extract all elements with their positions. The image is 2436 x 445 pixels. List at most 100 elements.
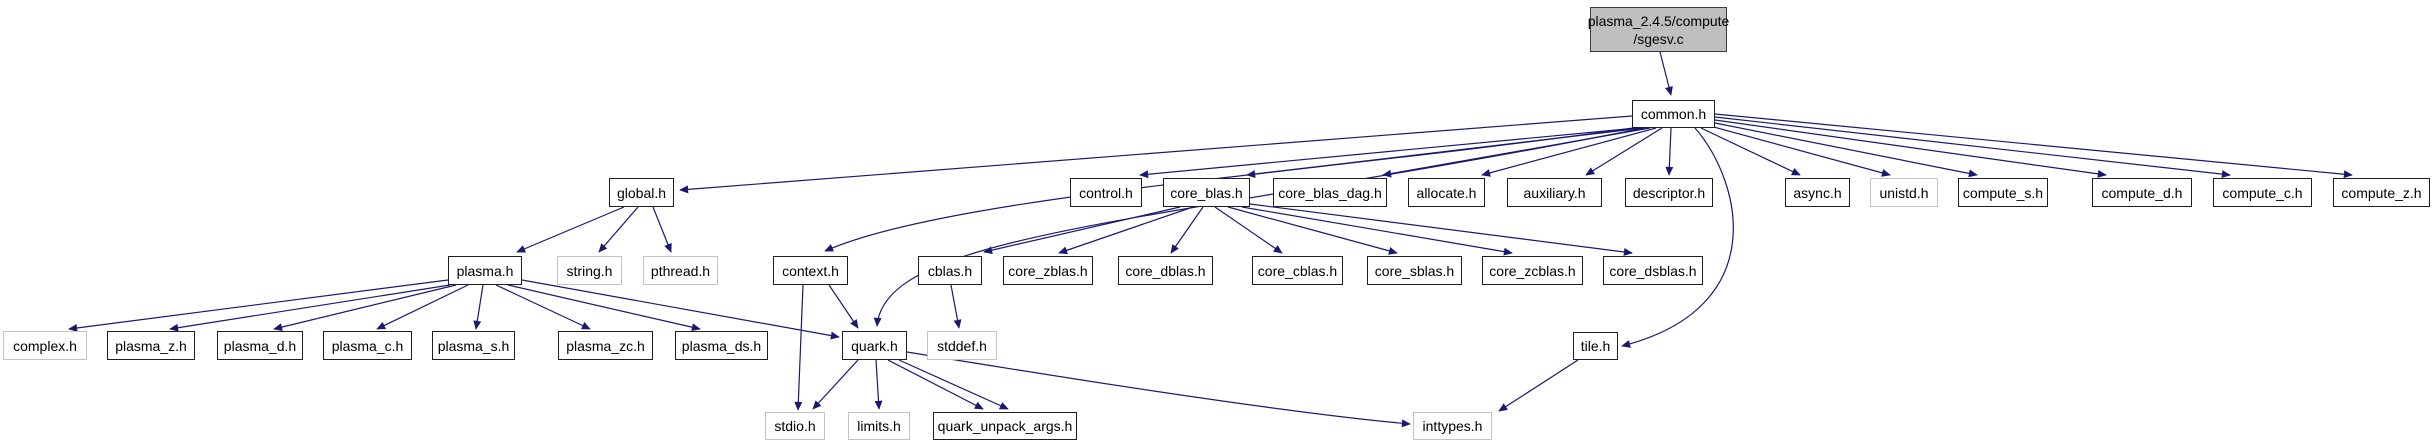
node-compute-s-h[interactable]: compute_s.h [1958, 178, 2048, 207]
node-limits-h[interactable]: limits.h [848, 412, 910, 440]
edge-plasma-h-to-plasma-z-h [169, 284, 451, 332]
edge-core-blas-h-to-cblas-h [983, 206, 1181, 255]
node-label: core_zblas.h [1008, 262, 1088, 279]
node-quark-h[interactable]: quark.h [842, 331, 907, 360]
edge-global-h-to-plasma-h [516, 206, 625, 253]
edge-quark-h-to-quark-unpack-args-h [887, 359, 984, 410]
node-core-zcblas-h[interactable]: core_zcblas.h [1482, 256, 1583, 285]
node-label: limits.h [857, 418, 901, 434]
node-label: core_blas.h [1170, 184, 1243, 201]
node-label: quark_unpack_args.h [937, 418, 1073, 434]
node-label: plasma_z.h [115, 337, 187, 354]
node-common-h[interactable]: common.h [1632, 100, 1715, 128]
edge-context-h-to-quark-h [828, 284, 859, 329]
node-label: plasma_c.h [331, 337, 404, 354]
edge-plasma-h-to-plasma-s-h [473, 284, 484, 330]
node-label: stddef.h [937, 337, 987, 354]
node-label: inttypes.h [1422, 418, 1483, 434]
edge-common-h-to-core-blas-h [1246, 127, 1644, 178]
edge-common-h-to-core-blas-dag-h [1382, 127, 1651, 178]
node-global-h[interactable]: global.h [609, 178, 674, 207]
node-control-h[interactable]: control.h [1070, 178, 1142, 207]
node-core-blas-h[interactable]: core_blas.h [1163, 178, 1250, 207]
node-label: complex.h [13, 337, 77, 354]
edge-common-h-to-compute-c-h [1714, 116, 2231, 179]
node-core-zblas-h[interactable]: core_zblas.h [1003, 256, 1093, 285]
edge-global-h-to-pthread-h [652, 206, 672, 253]
edge-core-blas-h-to-core-zblas-h [1058, 206, 1194, 255]
node-label: compute_c.h [2222, 184, 2303, 201]
node-complex-h[interactable]: complex.h [3, 331, 87, 360]
node-stdio-h[interactable]: stdio.h [765, 412, 825, 440]
node-async-h[interactable]: async.h [1785, 178, 1850, 207]
node-context-h[interactable]: context.h [773, 256, 848, 285]
node-label: quark.h [851, 337, 898, 354]
node-label: context.h [782, 262, 839, 279]
node-string-h[interactable]: string.h [557, 256, 622, 285]
node-allocate-h[interactable]: allocate.h [1408, 178, 1485, 207]
node-compute-d-h[interactable]: compute_d.h [2092, 178, 2192, 207]
node-core-dblas-h[interactable]: core_dblas.h [1118, 256, 1213, 285]
node-descriptor-h[interactable]: descriptor.h [1625, 178, 1713, 207]
node-label: async.h [1793, 184, 1842, 201]
node-inttypes-h[interactable]: inttypes.h [1413, 412, 1492, 440]
node-plasma-zc-h[interactable]: plasma_zc.h [558, 331, 653, 360]
node-quark-unpack-args-h[interactable]: quark_unpack_args.h [933, 412, 1077, 440]
edge-tile-h-to-inttypes-h [1498, 359, 1579, 412]
node-core-dsblas-h[interactable]: core_dsblas.h [1603, 256, 1703, 285]
node-core-blas-dag-h[interactable]: core_blas_dag.h [1273, 178, 1387, 207]
edge-core-blas-h-to-core-cblas-h [1214, 206, 1283, 254]
node-compute-c-h[interactable]: compute_c.h [2213, 178, 2312, 207]
node-core-sblas-h[interactable]: core_sblas.h [1367, 256, 1462, 285]
node-label: plasma_2.4.5/compute [1587, 12, 1730, 29]
edge-core-blas-h-to-core-sblas-h [1227, 206, 1398, 255]
node-plasma-c-h[interactable]: plasma_c.h [323, 331, 412, 360]
edge-quark-h-to-quark-unpack-args-h [898, 359, 1009, 410]
node-sgesv-c: plasma_2.4.5/compute/sgesv.c [1587, 7, 1730, 52]
node-pthread-h[interactable]: pthread.h [643, 256, 718, 285]
node-label: core_sblas.h [1374, 262, 1455, 279]
edge-common-h-to-tile-h [1621, 127, 1734, 348]
node-label: plasma_s.h [437, 337, 510, 354]
edge-common-h-to-allocate-h [1481, 127, 1657, 177]
node-label: unistd.h [1879, 184, 1929, 201]
node-tile-h[interactable]: tile.h [1573, 332, 1618, 360]
node-label: core_dsblas.h [1609, 262, 1697, 279]
node-core-cblas-h[interactable]: core_cblas.h [1252, 256, 1343, 285]
edge-common-h-to-descriptor-h [1665, 127, 1674, 176]
dependency-arrows [68, 51, 2353, 428]
node-label: plasma.h [456, 262, 514, 279]
edge-context-h-to-stdio-h [794, 284, 804, 411]
node-stddef-h[interactable]: stddef.h [927, 331, 997, 360]
node-plasma-s-h[interactable]: plasma_s.h [432, 331, 515, 360]
edge-cblas-h-to-stddef-h [950, 284, 962, 329]
node-plasma-h[interactable]: plasma.h [448, 256, 522, 285]
edge-common-h-to-compute-d-h [1714, 119, 2107, 178]
node-label: compute_d.h [2101, 184, 2183, 201]
node-label: compute_s.h [1962, 184, 2044, 201]
node-label: cblas.h [927, 262, 973, 279]
edge-plasma-h-to-plasma-ds-h [507, 284, 701, 332]
node-compute-z-h[interactable]: compute_z.h [2333, 178, 2430, 207]
node-plasma-d-h[interactable]: plasma_d.h [217, 331, 303, 360]
edge-core-blas-h-to-core-dsblas-h [1249, 203, 1633, 256]
node-label: common.h [1640, 106, 1707, 122]
node-label: core_cblas.h [1257, 262, 1338, 279]
edge-global-h-to-string-h [598, 206, 639, 253]
node-cblas-h[interactable]: cblas.h [918, 256, 982, 285]
edge-plasma-h-to-plasma-c-h [376, 284, 469, 330]
node-plasma-z-h[interactable]: plasma_z.h [107, 331, 195, 360]
node-auxiliary-h[interactable]: auxiliary.h [1507, 178, 1602, 207]
node-unistd-h[interactable]: unistd.h [1870, 178, 1938, 207]
node-label: core_dblas.h [1125, 262, 1206, 279]
edge-common-h-to-quark-h [873, 127, 1646, 327]
node-label: core_blas_dag.h [1278, 184, 1382, 201]
edge-common-h-to-compute-z-h [1714, 113, 2353, 179]
node-plasma-ds-h[interactable]: plasma_ds.h [675, 331, 768, 360]
node-label: core_zcblas.h [1489, 262, 1576, 279]
node-label: pthread.h [650, 262, 711, 279]
node-label: tile.h [1580, 338, 1611, 354]
node-label: stdio.h [774, 418, 816, 434]
